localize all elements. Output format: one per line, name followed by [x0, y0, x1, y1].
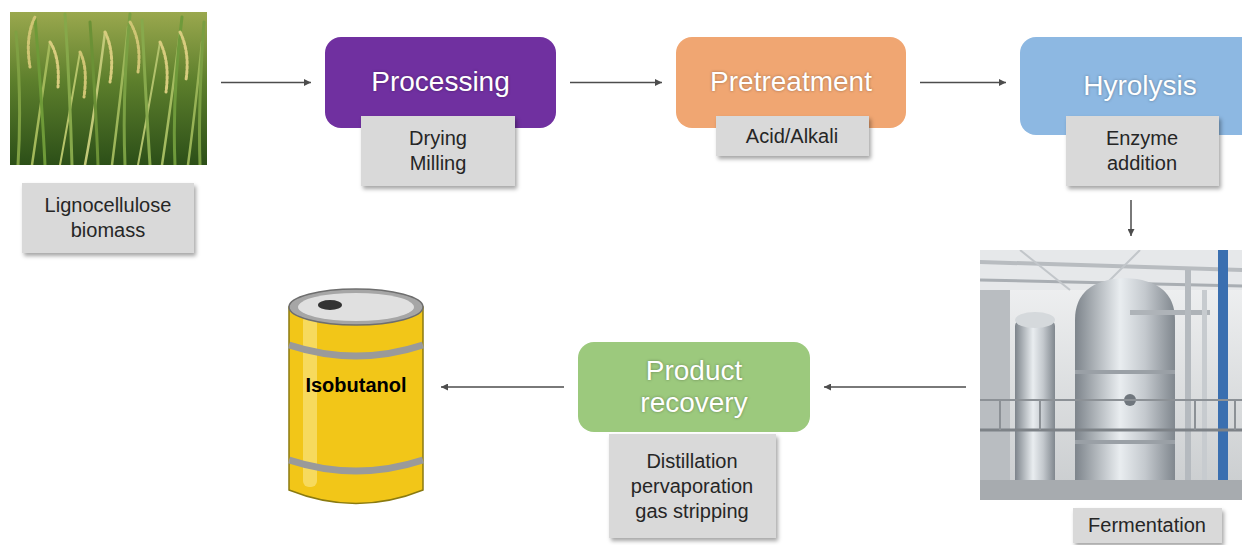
rice-photo [10, 12, 207, 165]
flow-arrow [441, 386, 564, 388]
flow-arrow [570, 82, 662, 84]
flow-arrow [920, 82, 1006, 84]
label-box: Enzyme addition [1066, 116, 1219, 186]
label-box: Drying Milling [361, 116, 515, 186]
fermenter-label: Fermentation [1088, 513, 1206, 538]
step-detail: Drying Milling [388, 126, 488, 176]
barrel-icon [285, 285, 427, 515]
step-title: Product recovery [609, 355, 779, 419]
process-box: Product recoveryDistillation pervaporati… [578, 342, 810, 432]
fermenter-node: Fermentation [980, 250, 1242, 500]
flow-arrow [1130, 200, 1132, 236]
step-title: Pretreatment [710, 66, 872, 98]
label-box: Distillation pervaporation gas stripping [609, 434, 776, 538]
label-box: Acid/Alkali [716, 116, 869, 156]
step-title: Hyrolysis [1083, 70, 1197, 102]
step-title: Processing [371, 66, 510, 98]
barrel-node: Isobutanol [285, 285, 427, 515]
biomass-label: Lignocellulose biomass [33, 193, 183, 243]
process-box: ProcessingDrying Milling [325, 37, 556, 128]
process-box: PretreatmentAcid/Alkali [676, 37, 906, 128]
label-box: Fermentation [1073, 508, 1222, 543]
step-detail: Enzyme addition [1092, 126, 1192, 176]
flow-arrow [824, 386, 966, 388]
process-box: HyrolysisEnzyme addition [1020, 37, 1242, 135]
flow-arrow [221, 82, 311, 84]
label-box: Lignocellulose biomass [22, 183, 194, 253]
biomass-node: Lignocellulose biomass [10, 12, 207, 165]
step-detail: Distillation pervaporation gas stripping [622, 449, 762, 524]
product-label: Isobutanol [305, 374, 406, 397]
step-detail: Acid/Alkali [746, 124, 838, 149]
fermenter-photo [980, 250, 1242, 500]
